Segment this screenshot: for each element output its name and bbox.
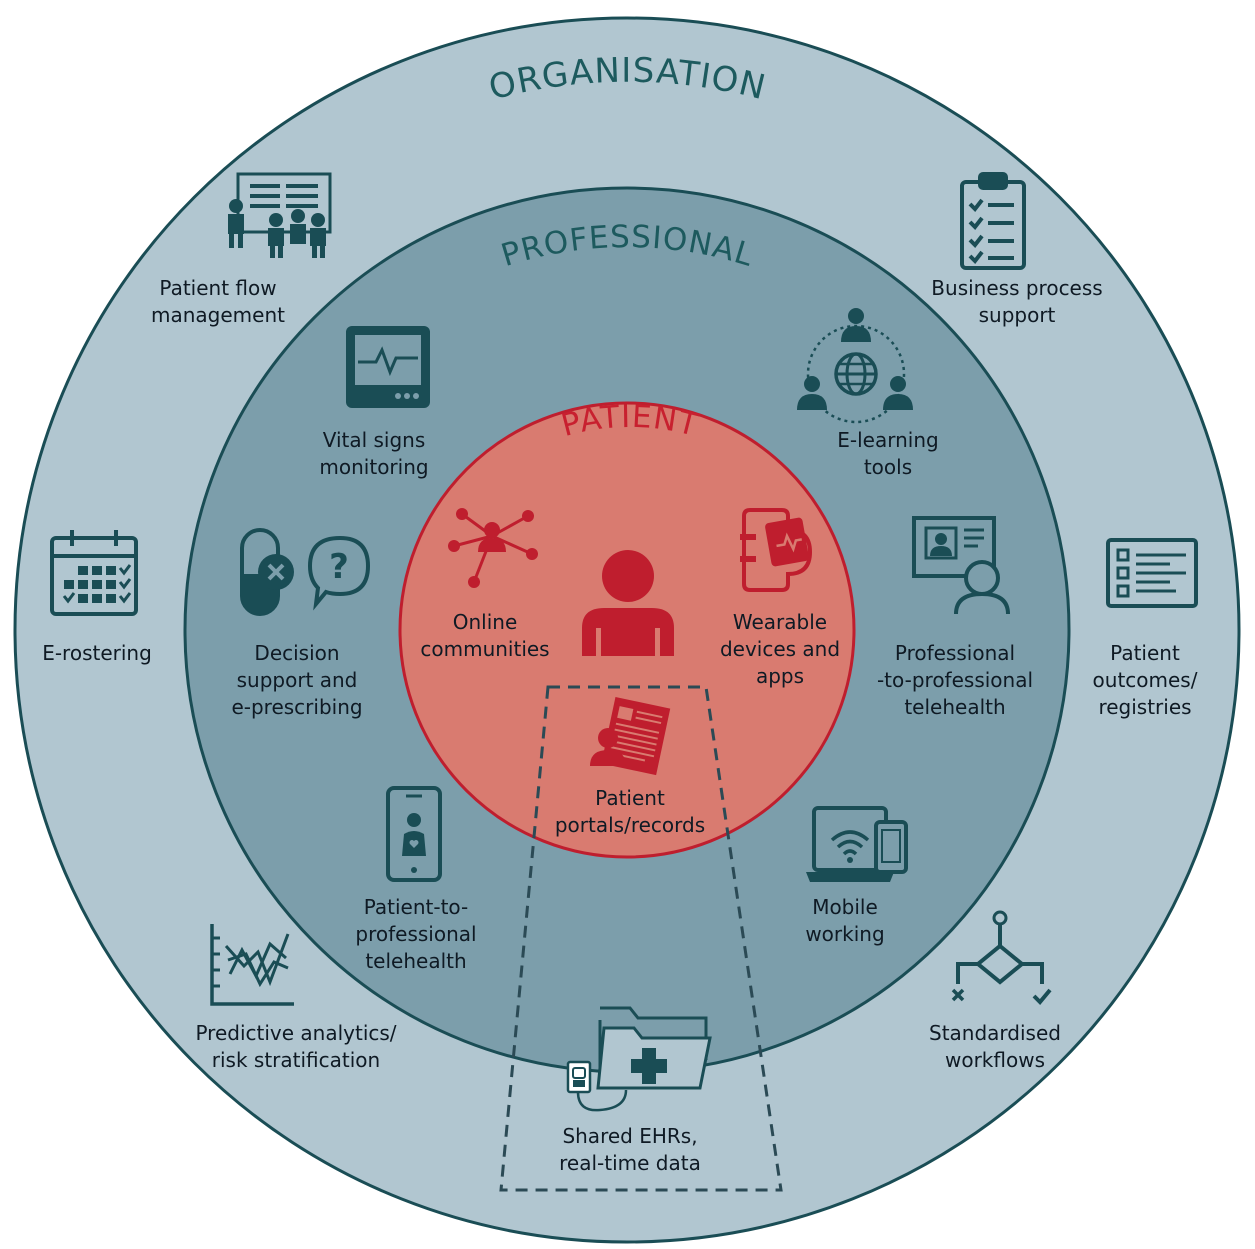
list-document-icon [1106,538,1198,608]
label-patient-to-pro: Patient-to- professional telehealth [355,895,477,973]
network-people-icon [448,508,538,588]
monitor-heartbeat-icon [346,326,430,408]
label-business-process: Business process support [931,276,1103,327]
globe-network-icon [797,308,913,424]
smartphone-person-icon [386,786,442,882]
label-outcomes: Patient outcomes/ registries [1092,641,1198,719]
label-decision-support: Decision support and e-prescribing [231,641,363,719]
label-portals: Patient portals/records [554,786,706,837]
label-e-rostering: E-rostering [42,641,152,665]
patient-record-icon [590,697,671,776]
svg-text:?: ? [329,547,349,587]
label-online-communities: Online communities [420,610,550,661]
label-mobile: Mobile working [805,895,885,946]
pill-question-icon: ? [240,528,371,616]
label-wearables: Wearable devices and apps [719,610,841,688]
classroom-icon [228,172,332,258]
shared-ehr-dashed-zone [499,685,783,1192]
flowchart-icon [951,910,1052,1005]
medical-folder-icon [566,1006,712,1112]
line-graph-icon [210,924,294,1006]
clipboard-checklist-icon [960,172,1026,270]
smartwatch-icon [740,508,813,592]
label-workflows: Standardised workflows [929,1021,1061,1072]
label-predictive: Predictive analytics/ risk stratificatio… [195,1021,397,1072]
label-pro-to-pro: Professional -to-professional telehealth [876,641,1034,719]
label-shared-ehr: Shared EHRs, real-time data [559,1124,701,1175]
calendar-icon [50,530,138,616]
person-icon [582,550,674,656]
label-e-learning: E-learning tools [837,428,939,479]
label-vital-signs: Vital signs monitoring [319,428,429,479]
video-call-icon [912,516,1010,615]
laptop-wifi-icon [806,806,908,882]
label-patient-flow: Patient flow management [151,276,285,327]
